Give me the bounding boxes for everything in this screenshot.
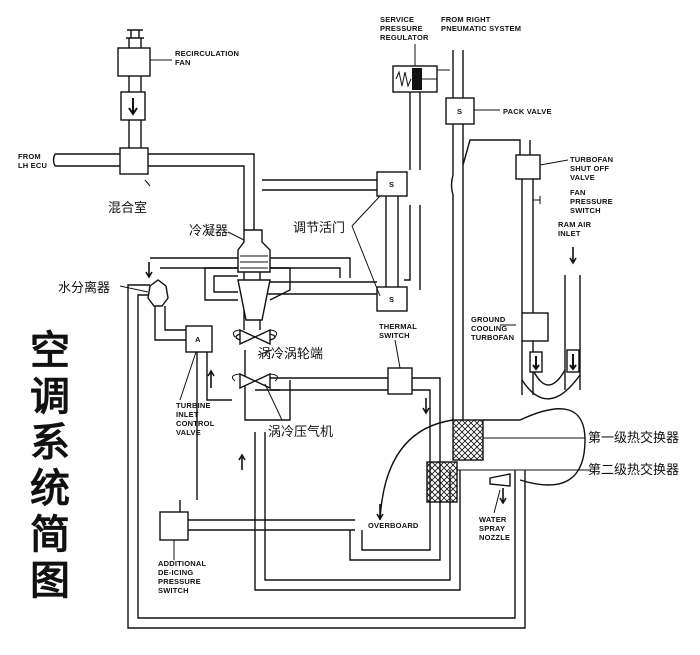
compressor	[231, 372, 279, 390]
label-turbofan-shutoff-2: SHUT OFF	[570, 164, 609, 173]
title-char-3: 系	[30, 420, 70, 466]
fan-pressure-switch	[533, 196, 541, 204]
label-turbine-inlet-1: TURBINE	[176, 401, 211, 410]
primary-heat-exchanger	[452, 419, 484, 461]
pack-valve	[445, 97, 475, 125]
label-recirc-fan-1: RECIRCULATION	[175, 49, 239, 58]
label-turbine-end: 涡冷涡轮端	[258, 347, 323, 362]
ground-cooling-turbofan	[521, 312, 549, 342]
water-separator	[147, 279, 169, 307]
label-ram-air-inlet-2: INLET	[558, 229, 581, 238]
label-deicing-3: PRESSURE	[158, 577, 201, 586]
label-thermal-switch-2: SWITCH	[379, 331, 410, 340]
label-water-spray-2: SPRAY	[479, 524, 505, 533]
flow-arrows	[145, 247, 577, 521]
label-turbine-inlet-2: INLET	[176, 410, 199, 419]
leader-lines	[119, 44, 590, 560]
turbine	[232, 328, 278, 346]
label-control-valve: 调节活门	[293, 221, 345, 236]
label-service-reg-1: SERVICE	[380, 15, 414, 24]
label-overboard: OVERBOARD	[368, 521, 419, 530]
thermal-switch	[387, 367, 413, 395]
turbine-inlet-control-valve	[185, 325, 213, 353]
label-fan-pressure-switch-2: PRESSURE	[570, 197, 613, 206]
valve-s-upper-letter: S	[389, 180, 394, 189]
water-spray-nozzle	[489, 473, 511, 487]
title-char-2: 调	[30, 374, 70, 420]
label-ram-air-inlet-1: RAM AIR	[558, 220, 592, 229]
label-from-right-1: FROM RIGHT	[441, 15, 491, 24]
label-service-reg-3: REGULATOR	[380, 33, 429, 42]
diagram-title: 空 调 系 统 简 图	[30, 328, 70, 604]
title-char-1: 空	[30, 328, 70, 374]
label-from-right-2: PNEUMATIC SYSTEM	[441, 24, 521, 33]
label-condenser: 冷凝器	[189, 223, 228, 239]
label-ground-cooling-2: COOLING	[471, 324, 507, 333]
label-fan-pressure-switch-1: FAN	[570, 188, 586, 197]
title-char-4: 统	[30, 466, 70, 512]
valve-s-lower-letter: S	[389, 295, 394, 304]
valve-a-letter: A	[195, 335, 201, 344]
label-water-spray-3: NOZZLE	[479, 533, 510, 542]
label-turbine-inlet-4: VALVE	[176, 428, 201, 437]
label-primary-hx: 第一级热交换器	[588, 430, 679, 446]
ducting	[52, 29, 586, 629]
deicing-pressure-switch	[159, 511, 189, 541]
label-mixing-chamber: 混合室	[108, 200, 147, 216]
label-thermal-switch-1: THERMAL	[379, 322, 417, 331]
title-char-5: 简	[30, 512, 70, 558]
mixing-chamber	[119, 147, 149, 175]
label-deicing-1: ADDITIONAL	[158, 559, 206, 568]
label-turbine-inlet-3: CONTROL	[176, 419, 215, 428]
label-pack-valve: PACK VALVE	[503, 107, 552, 116]
title-char-6: 图	[30, 558, 70, 604]
pack-valve-letter: S	[457, 107, 462, 116]
label-water-separator: 水分离器	[58, 280, 110, 296]
label-ground-cooling-3: TURBOFAN	[471, 333, 514, 342]
label-compressor: 涡冷压气机	[268, 424, 333, 440]
label-fan-pressure-switch-3: SWITCH	[570, 206, 601, 215]
turbofan-shutoff-valve	[515, 154, 541, 180]
label-recirc-fan-2: FAN	[175, 58, 191, 67]
label-from-lh-ecu-2: LH ECU	[18, 161, 47, 170]
control-valve-upper	[376, 171, 408, 197]
label-service-reg-2: PRESSURE	[380, 24, 423, 33]
service-pressure-regulator	[392, 65, 450, 93]
label-deicing-4: SWITCH	[158, 586, 189, 595]
label-from-lh-ecu-1: FROM	[18, 152, 41, 161]
control-valve-lower	[376, 286, 408, 312]
label-secondary-hx: 第二级热交换器	[588, 462, 679, 478]
label-water-spray-1: WATER	[479, 515, 507, 524]
label-turbofan-shutoff-3: VALVE	[570, 173, 595, 182]
label-deicing-2: DE-ICING	[158, 568, 193, 577]
label-ground-cooling-1: GROUND	[471, 315, 506, 324]
secondary-heat-exchanger	[426, 461, 458, 503]
label-turbofan-shutoff-1: TURBOFAN	[570, 155, 613, 164]
recirculation-fan	[117, 47, 151, 77]
condenser	[237, 229, 271, 321]
